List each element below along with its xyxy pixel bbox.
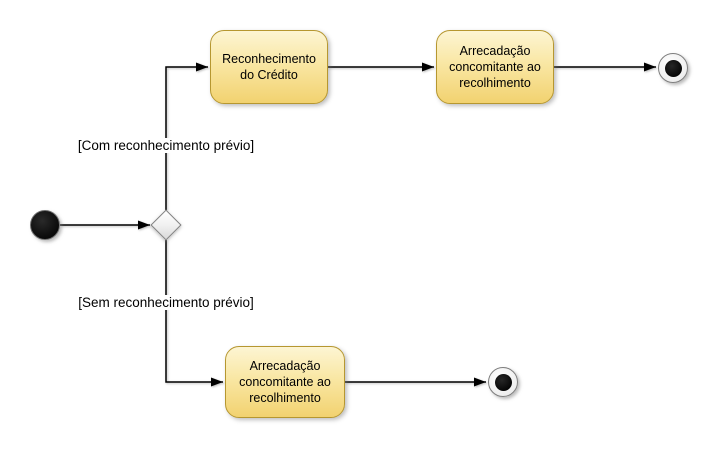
final-node-inner-dot bbox=[494, 373, 512, 391]
final-node-bottom bbox=[488, 367, 518, 397]
guard-label-sem-reconhecimento: [Sem reconhecimento prévio] bbox=[76, 295, 256, 310]
activity-label: Reconhecimento do Crédito bbox=[222, 52, 316, 82]
guard-label-com-reconhecimento: [Com reconhecimento prévio] bbox=[75, 138, 257, 153]
activity-reconhecimento-do-credito: Reconhecimento do Crédito bbox=[210, 30, 328, 104]
activity-arrecadacao-concomitante-bottom: Arrecadação concomitante ao recolhimento bbox=[225, 346, 345, 418]
activity-label: Arrecadação concomitante ao recolhimento bbox=[239, 359, 331, 405]
final-node-inner-dot bbox=[664, 59, 682, 77]
activity-arrecadacao-concomitante-top: Arrecadação concomitante ao recolhimento bbox=[436, 30, 554, 104]
initial-node bbox=[30, 210, 60, 240]
final-node-top bbox=[658, 53, 688, 83]
edge-decision-to-reconhecimento bbox=[165, 62, 208, 210]
activity-label: Arrecadação concomitante ao recolhimento bbox=[449, 44, 541, 90]
edge-decision-to-arrecadacao-bottom bbox=[165, 240, 223, 387]
